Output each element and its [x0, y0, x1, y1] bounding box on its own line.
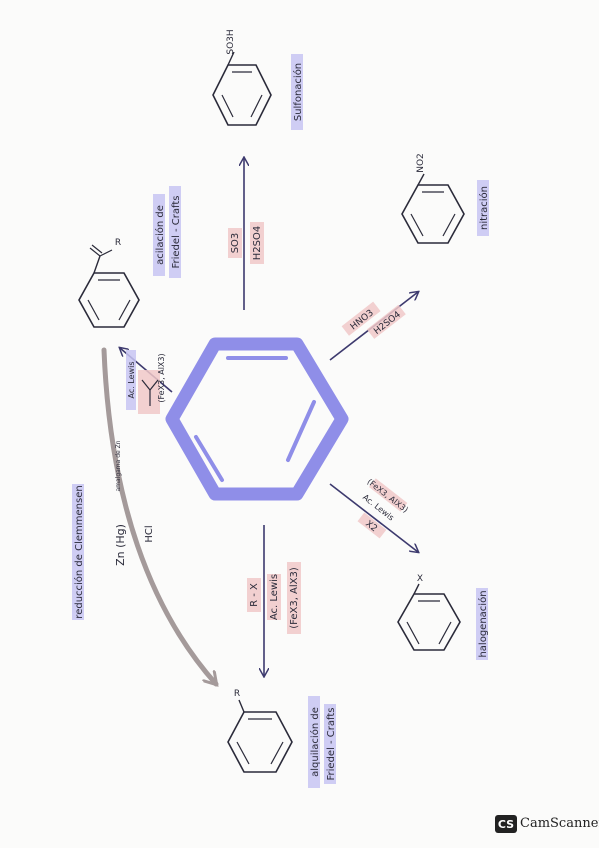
acylation-product-ring: [78, 244, 140, 328]
camscanner-logo: CS: [495, 815, 517, 833]
sulfonation-reagent-1: SO3: [230, 233, 241, 254]
sulfonation-substituent: SO3H: [226, 29, 236, 54]
label-highlight: [476, 588, 488, 660]
reagent-highlight: [267, 574, 281, 620]
alkylation-branch: R - X Ac. Lewis (FeX3, AlX3) R alquilaci…: [227, 525, 337, 788]
clemmensen-arrow: [101, 347, 216, 684]
sulfonation-reagent-2: H2SO4: [252, 226, 263, 260]
acylation-label-line2: Friedel - Crafts: [171, 195, 182, 268]
halogenation-product-ring: [397, 583, 461, 651]
halogenation-branch: (FeX3, AlX3) Ac. Lewis X2 X halogenación: [329, 477, 489, 660]
reagent-highlight: [250, 222, 264, 264]
alkylation-reagent-3: (FeX3, AlX3): [289, 567, 300, 629]
label-highlight: [477, 180, 489, 236]
acylation-substituent: R: [115, 238, 121, 248]
alkylation-label-line2: Friedel - Crafts: [326, 707, 337, 780]
label-highlight: [324, 704, 336, 784]
nitration-substituent: NO2: [416, 153, 426, 173]
reagent-highlight: [247, 578, 261, 612]
clemmensen-note: amalgama de Zn: [115, 440, 122, 491]
clemmensen-reagent-1: Zn (Hg): [114, 524, 127, 566]
reagent-highlight: [228, 228, 242, 258]
reagent-highlight: [126, 350, 136, 410]
clemmensen-branch: reducción de Clemmensen Zn (Hg) HCl amal…: [72, 347, 216, 684]
acylation-branch: Ac. Lewis (FeX3, AlX3) R acilación de Fr…: [78, 186, 182, 414]
inner-bond: [286, 400, 316, 462]
clemmensen-reagent-2: HCl: [144, 525, 155, 542]
sulfonation-branch: SO3 H2SO4 SO3H Sulfonación: [212, 29, 304, 310]
alkylation-label-line1: alquilación de: [309, 707, 321, 777]
sulfonation-label: Sulfonación: [292, 63, 304, 121]
camscanner-text: CamScanner: [520, 816, 599, 831]
label-highlight: [153, 194, 165, 276]
halogenation-arrow: [329, 483, 418, 552]
nitration-label: nitración: [478, 186, 490, 230]
label-highlight: [169, 186, 181, 278]
label-highlight: [291, 54, 303, 130]
nitration-branch: HNO3 H2SO4 NO2 nitración: [329, 153, 490, 361]
alkylation-reagent-1: R - X: [249, 583, 260, 607]
alkylation-reagent-2: Ac. Lewis: [269, 574, 280, 620]
label-highlight: [72, 484, 84, 620]
halogenation-label: halogenación: [477, 590, 489, 657]
nitration-product-ring: [401, 173, 465, 244]
clemmensen-label: reducción de Clemmensen: [73, 485, 85, 618]
central-benzene-ring: [165, 337, 349, 501]
label-highlight: [308, 696, 320, 788]
acylation-reagent-2: (FeX3, AlX3): [157, 353, 166, 402]
acyl-halide-reagent: [138, 370, 160, 414]
acylation-label-line1: acilación de: [154, 205, 166, 265]
alkylation-product-ring: [227, 699, 293, 773]
acylation-reagent-1: Ac. Lewis: [127, 362, 136, 399]
sulfonation-product-ring: [212, 51, 272, 126]
halogenation-substituent: X: [417, 574, 423, 584]
alkylation-substituent: R: [234, 689, 240, 699]
reagent-highlight: [287, 562, 301, 634]
